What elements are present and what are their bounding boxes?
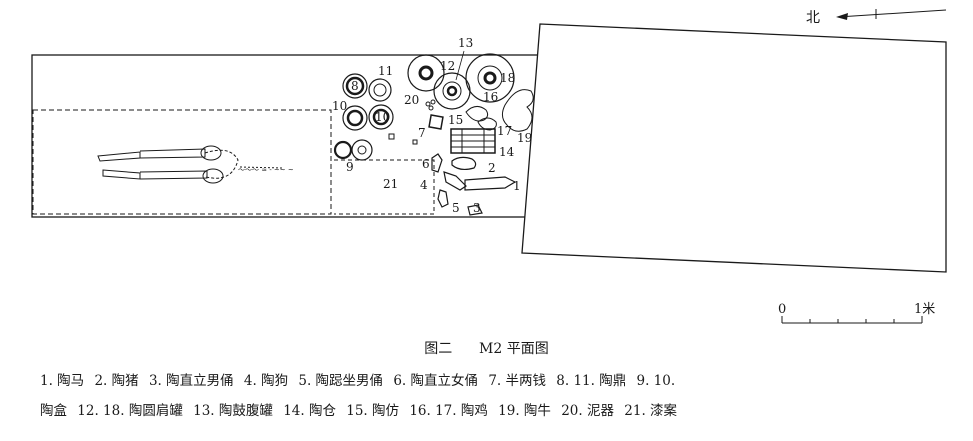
figure-number: 图二 (424, 341, 453, 357)
legend-item: 19. 陶牛 (498, 403, 551, 419)
legend-item: 6. 陶直立女俑 (393, 373, 479, 389)
scale-bar: 0 1米 (778, 302, 935, 324)
artifact-label: 11 (378, 64, 393, 78)
artifacts (333, 53, 534, 216)
legend-item: 5. 陶跽坐男俑 (298, 373, 384, 389)
artifact-label: 3 (473, 201, 481, 215)
figure-caption: 图二 M2 平面图 (0, 338, 973, 358)
artifact-label: 18 (500, 71, 515, 85)
artifact-label: 10 (332, 99, 347, 113)
artifact-label: 8 (351, 79, 359, 93)
legend-item: 16. 17. 陶鸡 (409, 403, 488, 419)
legend-item: 1. 陶马 (40, 373, 85, 389)
artifact-label: 16 (483, 90, 498, 104)
artifact-label: 1 (513, 179, 521, 193)
lacquer-tray-outline (334, 159, 435, 215)
legend-item: 14. 陶仓 (283, 403, 336, 419)
artifact-label: 12 (440, 59, 455, 73)
artifact-label: 5 (452, 201, 460, 215)
scale-end: 1米 (914, 302, 935, 317)
legend-item: 3. 陶直立男俑 (148, 373, 234, 389)
legend-item: 13. 陶鼓腹罐 (193, 403, 273, 419)
skeleton-remains (97, 145, 283, 184)
scale-zero: 0 (778, 302, 786, 317)
tomb-ramp (521, 23, 947, 273)
artifact-label: 10 (375, 110, 390, 124)
figure-title: M2 平面图 (479, 341, 549, 357)
artifact-label: 20 (404, 93, 419, 107)
legend-item: 2. 陶猪 (94, 373, 139, 389)
artifact-label: 14 (499, 145, 515, 159)
north-label: 北 (806, 10, 820, 26)
tomb-plan-drawing: 北 ～～～ ≈ - ~~ ~ (31, 9, 947, 324)
legend-item: 12. 18. 陶圆肩罐 (77, 403, 183, 419)
coffin-outline (32, 109, 332, 215)
legend-item: 20. 泥器 (561, 403, 614, 419)
artifact-label: 2 (488, 161, 496, 175)
artifact-label: 4 (420, 178, 428, 192)
artifact-label: 19 (517, 131, 532, 145)
legend-item: 9. 10. (636, 373, 676, 389)
legend-item: 陶盒 (40, 403, 67, 419)
north-arrow: 北 (806, 9, 947, 26)
legend-item: 4. 陶狗 (243, 373, 289, 389)
legend-line-2: 陶盒 12. 18. 陶圆肩罐 13. 陶鼓腹罐 14. 陶仓 15. 陶仿 1… (40, 401, 940, 421)
legend-item: 15. 陶仿 (346, 403, 400, 419)
artifact-label: 21 (383, 177, 398, 191)
artifact-label: 7 (418, 126, 426, 140)
artifact-labels: 1 2 3 4 5 6 7 8 9 10 10 11 12 13 14 15 1… (332, 36, 532, 215)
artifact-label: 6 (422, 157, 430, 171)
bone-fragment-marks: ～～～ ≈ - ~~ ~ (238, 166, 294, 174)
legend-item: 21. 漆案 (624, 403, 678, 419)
legend-item: 8. 11. 陶鼎 (556, 373, 627, 389)
artifact-label: 9 (346, 160, 354, 174)
artifact-label: 15 (448, 113, 463, 127)
legend-item: 7. 半两钱 (488, 373, 546, 389)
legend-line-1: 1. 陶马 2. 陶猪 3. 陶直立男俑 4. 陶狗 5. 陶跽坐男俑 6. 陶… (40, 371, 940, 391)
artifact-label: 17 (497, 124, 512, 138)
tomb-pit-outline (31, 54, 541, 218)
artifact-label: 13 (458, 36, 473, 50)
